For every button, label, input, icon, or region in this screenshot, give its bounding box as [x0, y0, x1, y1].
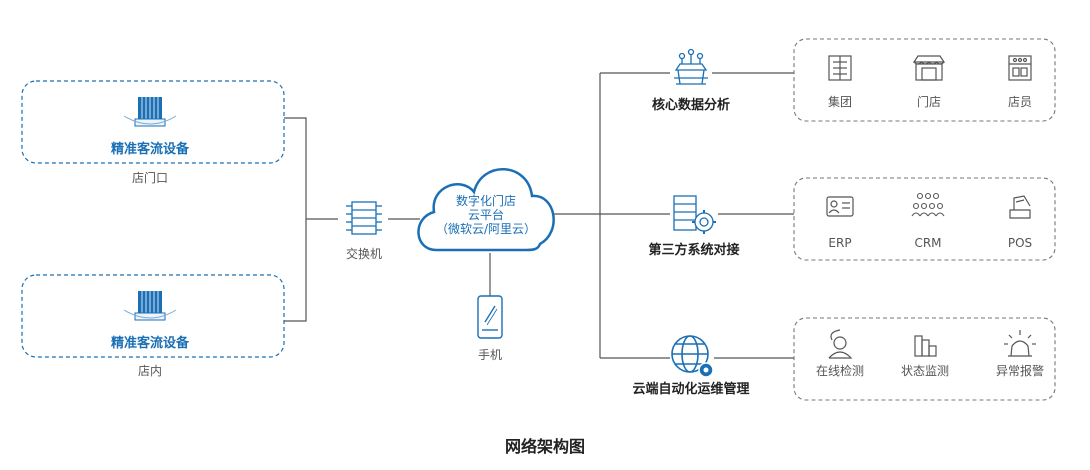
item-label: CRM — [914, 236, 942, 250]
phone-icon — [477, 295, 503, 339]
people-group-icon — [911, 192, 945, 217]
cloud-line2: 云平台 — [467, 208, 505, 222]
service-label-analysis: 核心数据分析 — [651, 98, 731, 113]
group-box-analysis — [793, 38, 1056, 122]
device-label-instore: 精准客流设备 — [110, 336, 190, 351]
item-label: 异常报警 — [995, 364, 1045, 378]
item-label: 门店 — [916, 95, 942, 109]
service-label-thirdparty: 第三方系统对接 — [648, 243, 740, 258]
globe-gear-icon — [671, 335, 714, 378]
cloud-line3: （微软云/阿里云） — [435, 222, 537, 236]
item-label: 集团 — [827, 95, 853, 109]
device-box-instore — [21, 274, 285, 358]
diagram-title: 网络架构图 — [504, 437, 586, 456]
status-monitor-icon — [914, 335, 937, 357]
cloud-line1: 数字化门店 — [455, 194, 517, 208]
alarm-icon — [1004, 330, 1036, 357]
device-box-entrance — [21, 80, 285, 164]
group-box-thirdparty — [793, 177, 1056, 261]
server-gear-icon — [673, 195, 716, 234]
item-label: ERP — [828, 236, 852, 250]
switch-label: 交换机 — [345, 247, 383, 261]
people-counter-icon — [123, 291, 177, 321]
data-analysis-icon — [674, 48, 708, 85]
online-monitor-icon — [828, 329, 853, 359]
group-box-ops — [793, 317, 1056, 401]
item-label: 店员 — [1007, 95, 1033, 109]
device-caption-instore: 店内 — [137, 364, 163, 378]
building-icon — [828, 55, 852, 81]
item-label: 在线检测 — [815, 364, 865, 378]
phone-label: 手机 — [477, 348, 503, 362]
shop-icon — [912, 55, 946, 81]
connector-lines — [284, 72, 794, 359]
staff-icon — [1008, 55, 1032, 81]
item-label: POS — [1007, 236, 1033, 250]
pos-terminal-icon — [1009, 195, 1031, 219]
item-label: 状态监测 — [900, 364, 950, 378]
id-card-icon — [826, 196, 854, 217]
device-label-entrance: 精准客流设备 — [110, 142, 190, 157]
device-caption-entrance: 店门口 — [131, 171, 169, 185]
cloud-shape — [417, 168, 555, 252]
people-counter-icon — [123, 97, 177, 127]
switch-icon — [346, 201, 382, 235]
service-label-ops: 云端自动化运维管理 — [632, 382, 750, 397]
